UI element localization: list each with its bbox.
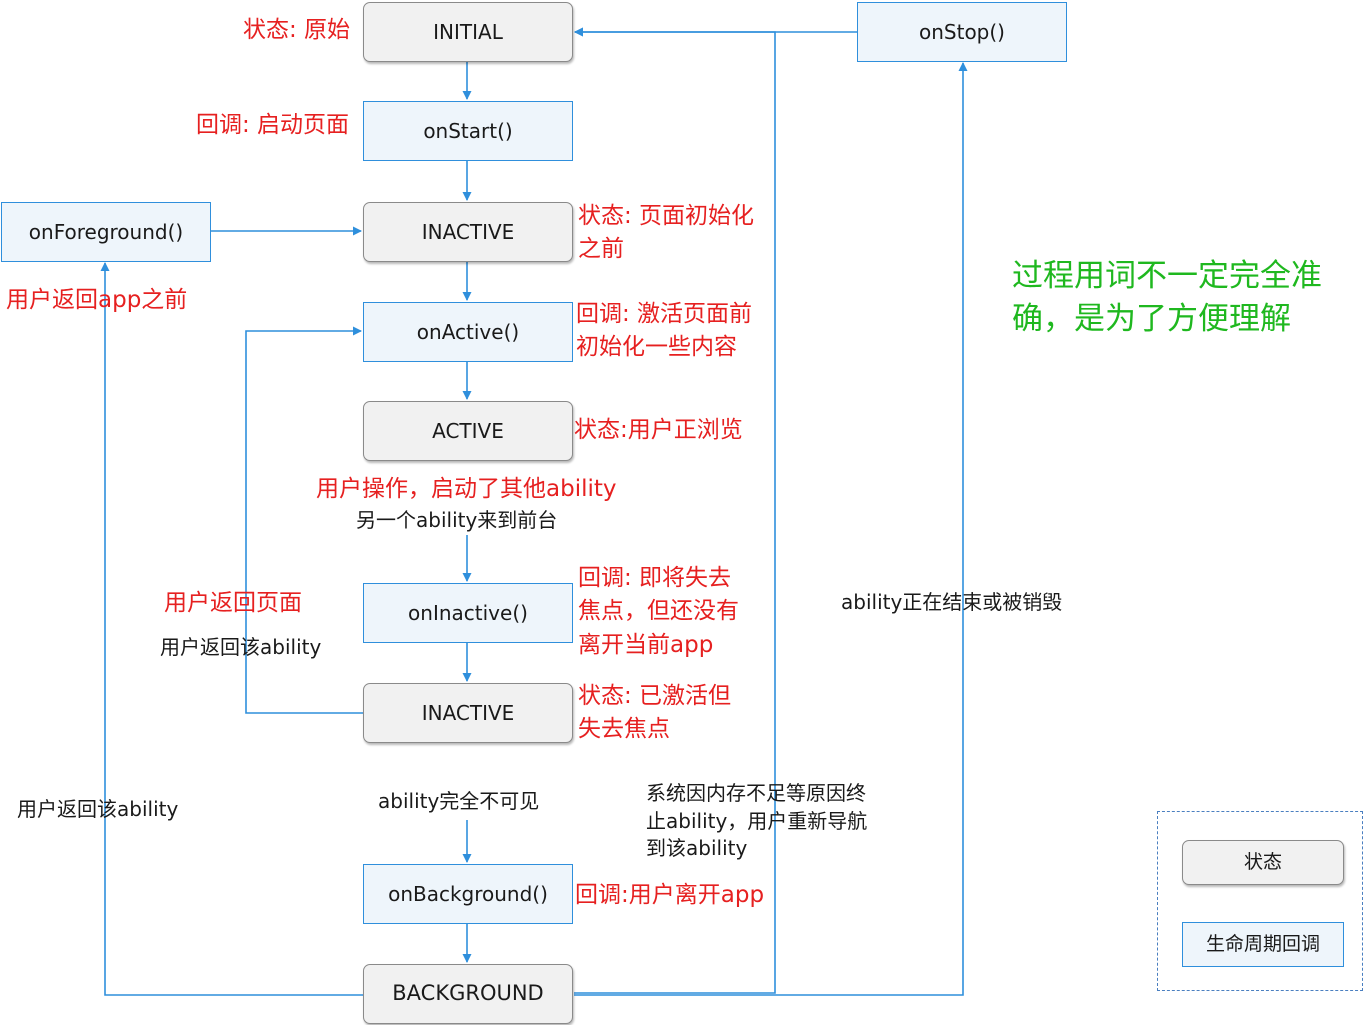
state-inactive-1: INACTIVE xyxy=(363,202,573,262)
callback-onbackground: onBackground() xyxy=(363,864,573,924)
legend-callback-sample: 生命周期回调 xyxy=(1182,922,1344,967)
label-user-back-ability-1: 用户返回该ability xyxy=(160,635,322,659)
arrow-return-page-loop xyxy=(245,326,363,714)
annotation-callback-onbackground: 回调:用户离开app xyxy=(575,882,765,908)
annotation-user-back-page: 用户返回页面 xyxy=(164,590,302,616)
state-initial: INITIAL xyxy=(363,2,573,62)
label-ability-destroy: ability正在结束或被销毁 xyxy=(841,590,1063,614)
callback-onstop: onStop() xyxy=(857,2,1067,62)
annotation-callback-oninactive: 回调: 即将失去 焦点，但还没有 离开当前app xyxy=(578,565,739,658)
annotation-state-initial: 状态: 原始 xyxy=(243,17,351,43)
state-inactive-2: INACTIVE xyxy=(363,683,573,743)
label-user-back-ability-2: 用户返回该ability xyxy=(17,797,179,821)
annotation-callback-onactive: 回调: 激活页面前 初始化一些内容 xyxy=(576,301,753,361)
state-active: ACTIVE xyxy=(363,401,573,461)
arrow-background-to-onstop xyxy=(574,62,968,996)
annotation-state-active: 状态:用户正浏览 xyxy=(574,417,743,443)
label-another-ability: 另一个ability来到前台 xyxy=(356,508,558,532)
legend-state-sample: 状态 xyxy=(1182,840,1344,885)
callback-onforeground: onForeground() xyxy=(1,202,211,262)
state-background: BACKGROUND xyxy=(363,964,573,1024)
annotation-user-operation: 用户操作，启动了其他ability xyxy=(316,476,617,502)
callback-oninactive: onInactive() xyxy=(363,583,573,643)
legend: 状态 生命周期回调 xyxy=(1157,811,1363,991)
label-system-terminate: 系统因内存不足等原因终 止ability，用户重新导航 到该ability xyxy=(646,781,868,861)
annotation-state-inactive-1: 状态: 页面初始化 之前 xyxy=(578,203,755,263)
callback-onactive: onActive() xyxy=(363,302,573,362)
annotation-callback-onstart: 回调: 启动页面 xyxy=(196,112,350,138)
annotation-foreground: 用户返回app之前 xyxy=(6,287,188,313)
label-ability-invisible: ability完全不可见 xyxy=(378,789,540,813)
arrow-background-to-onforeground xyxy=(100,262,363,996)
callback-onstart: onStart() xyxy=(363,101,573,161)
disclaimer-note: 过程用词不一定完全准 确，是为了方便理解 xyxy=(1012,258,1322,337)
annotation-state-inactive-2: 状态: 已激活但 失去焦点 xyxy=(578,683,732,743)
